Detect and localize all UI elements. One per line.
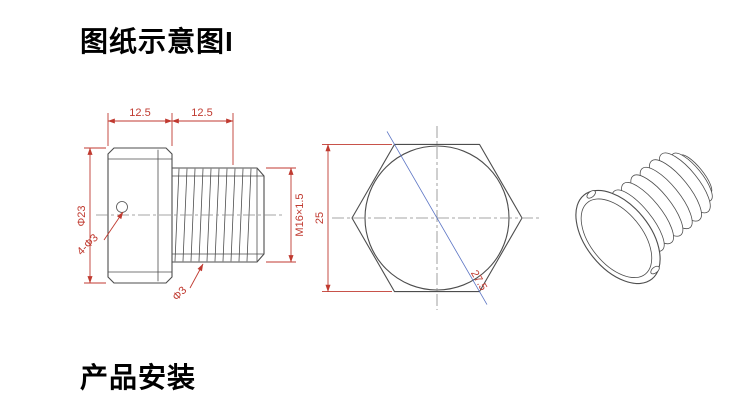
- front-view: 25 27.5: [314, 126, 542, 310]
- dim-thread-spec: M16×1.5: [294, 193, 306, 236]
- side-view-dim-labels: 12.5 12.5 Φ23 4-Φ3 M16×1.5 Φ3: [75, 107, 306, 303]
- dim-across-corners: 27.5: [468, 268, 489, 293]
- page-title: 图纸示意图I: [80, 26, 234, 57]
- dim-head-length: 12.5: [129, 107, 150, 119]
- rim-hole-top: [586, 190, 596, 199]
- dim-side-holes: 4-Φ3: [75, 232, 101, 258]
- rim-hole-bottom: [650, 265, 660, 275]
- front-view-dimensions: 25 27.5: [314, 143, 489, 293]
- iso-view: [575, 152, 713, 285]
- side-view-outline: [107, 147, 265, 284]
- diagonal-dimension-line: [386, 131, 488, 305]
- iso-view-outline: [575, 152, 713, 285]
- dim-flange-diameter: Φ23: [76, 205, 88, 226]
- flange-face-inner: [580, 198, 653, 278]
- dim-vent-hole: Φ3: [170, 284, 189, 303]
- side-view: 12.5 12.5 Φ23 4-Φ3 M16×1.5 Φ3: [75, 107, 306, 303]
- side-hole: [116, 201, 128, 213]
- dim-thread-length: 12.5: [191, 107, 212, 119]
- flange-outline: [107, 147, 173, 284]
- section-title-installation: 产品安装: [80, 362, 197, 393]
- dim-across-flats: 25: [314, 212, 326, 224]
- flange-face-outer: [575, 189, 661, 285]
- side-view-dimensions: 12.5 12.5 Φ23 4-Φ3 M16×1.5 Φ3: [75, 107, 306, 303]
